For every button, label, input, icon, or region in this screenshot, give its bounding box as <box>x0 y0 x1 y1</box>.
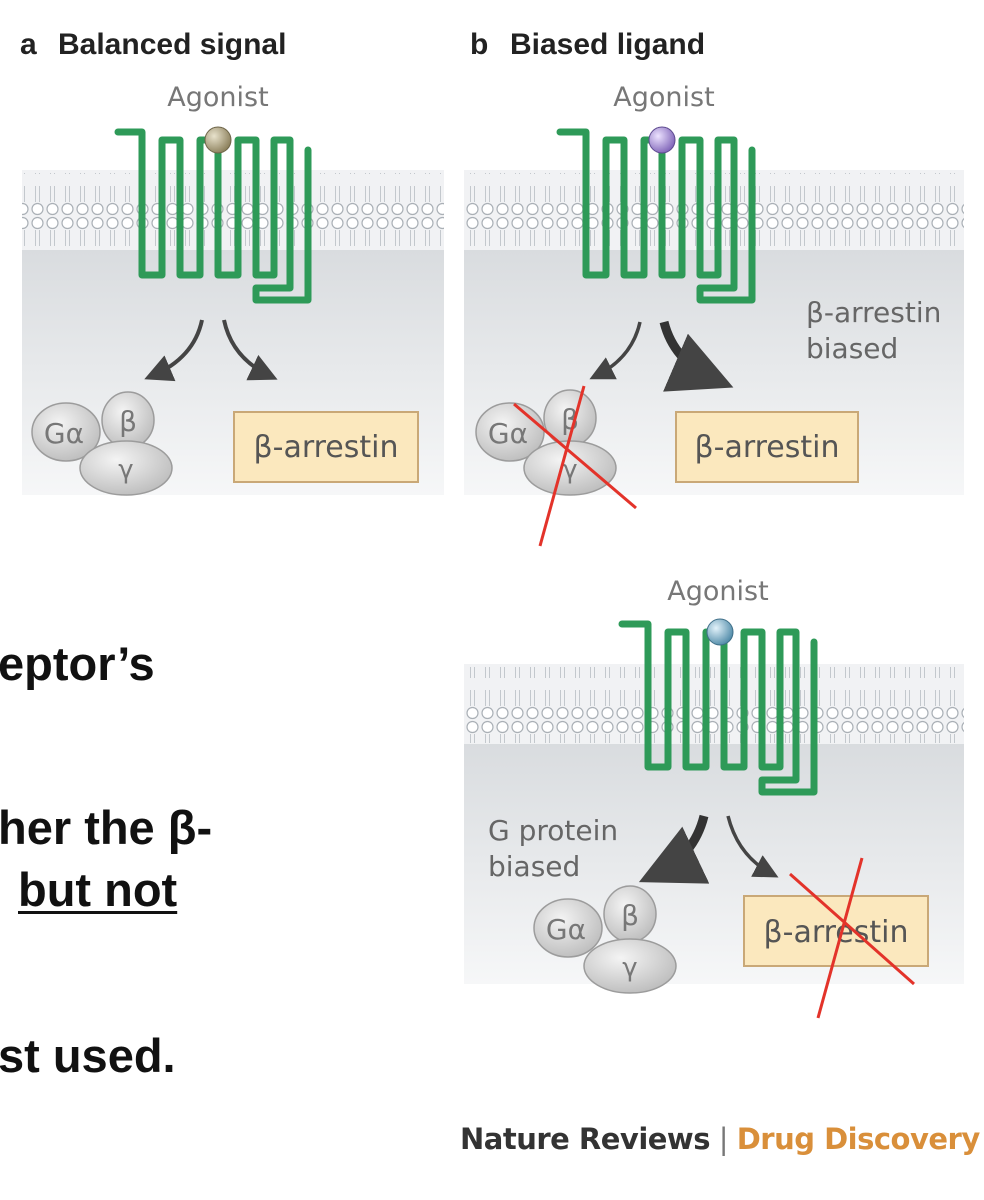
panel-b-g-alpha <box>475 402 545 462</box>
panel-c-bias-label-line2: biased <box>488 850 580 883</box>
journal-credit: Nature Reviews | Drug Discovery <box>460 1122 980 1156</box>
panel-a-agonist-icon <box>204 126 232 154</box>
credit-journal: Nature Reviews <box>460 1122 710 1156</box>
slide-text-line3: but not <box>18 863 178 916</box>
panel-a-membrane <box>22 173 444 249</box>
panel-b-arrestin-label: β-arrestin <box>694 430 839 465</box>
panel-a-arrestin-box <box>233 411 419 483</box>
panel-a-receptor <box>114 128 312 304</box>
panel-c-arrow-arrestin <box>726 815 779 878</box>
panel-a: a Balanced signal Agonist Gα β γ β-arres… <box>20 28 444 496</box>
panel-b-arrestin-box <box>675 411 859 483</box>
panel-c-bias-label-line1: G protein <box>488 814 618 847</box>
panel-a-arrow-arrestin <box>222 319 278 381</box>
panel-c-g-alpha-label: Gα <box>546 913 586 946</box>
panel-c-agonist-icon <box>706 618 734 646</box>
panel-b-cross-icon <box>513 385 637 547</box>
slide-text-line4: st used. <box>0 1029 176 1082</box>
panel-a-g-gamma <box>79 440 173 496</box>
panel-c-g-protein: Gα β γ <box>533 885 677 994</box>
panel-a-g-alpha <box>31 402 101 462</box>
slide-text-line1: eptor’s <box>0 637 155 690</box>
panel-a-arrow-gprotein <box>144 319 204 382</box>
panel-a-title: Balanced signal <box>58 28 286 61</box>
panel-c-g-alpha <box>533 898 603 958</box>
panel-b-arrow-gprotein <box>589 321 642 380</box>
panel-a-arrestin-label: β-arrestin <box>253 430 398 465</box>
panel-c-g-gamma <box>583 938 677 994</box>
panel-b-bias-label-line2: biased <box>806 332 898 365</box>
slide-text-line2: her the β- <box>0 801 213 854</box>
panel-b-agonist-label: Agonist <box>613 82 714 113</box>
panel-b-g-alpha-label: Gα <box>488 417 528 450</box>
panel-c-arrestin-label: β-arrestin <box>763 915 908 950</box>
panel-b-g-gamma-label: γ <box>562 455 577 485</box>
panel-a-g-protein: Gα β γ <box>31 391 173 496</box>
panel-b: b Biased ligand Agonist β-arrestin biase… <box>464 28 964 547</box>
panel-b-membrane <box>464 173 964 249</box>
panel-b-letter: b <box>470 28 488 61</box>
panel-c-arrestin-box <box>743 895 929 967</box>
panel-b-bias-label-line1: β-arrestin <box>806 296 941 329</box>
panel-b-agonist-icon <box>648 126 676 154</box>
panel-c-cross-icon <box>789 857 915 1019</box>
panel-c-g-gamma-label: γ <box>622 953 637 983</box>
panel-c: Agonist G protein biased Gα β γ β-arrest… <box>464 576 964 1019</box>
panel-a-agonist-label: Agonist <box>167 82 268 113</box>
panel-c-g-beta-label: β <box>621 899 639 932</box>
panel-b-g-beta-label: β <box>561 403 579 436</box>
panel-a-letter: a <box>20 28 37 61</box>
panel-a-g-beta-label: β <box>119 405 137 438</box>
panel-b-g-protein: Gα β γ <box>475 389 617 496</box>
panel-c-agonist-label: Agonist <box>667 576 768 607</box>
panel-a-g-alpha-label: Gα <box>44 417 84 450</box>
panel-c-receptor <box>618 620 818 796</box>
credit-section: Drug Discovery <box>736 1122 981 1156</box>
panel-b-receptor <box>556 128 756 304</box>
panel-c-arrow-gprotein <box>638 814 710 884</box>
panel-a-g-gamma-label: γ <box>118 455 133 485</box>
panel-b-title: Biased ligand <box>510 28 705 61</box>
panel-c-membrane <box>464 667 964 743</box>
credit-separator: | <box>718 1122 729 1156</box>
panel-b-arrow-arrestin <box>659 320 734 392</box>
